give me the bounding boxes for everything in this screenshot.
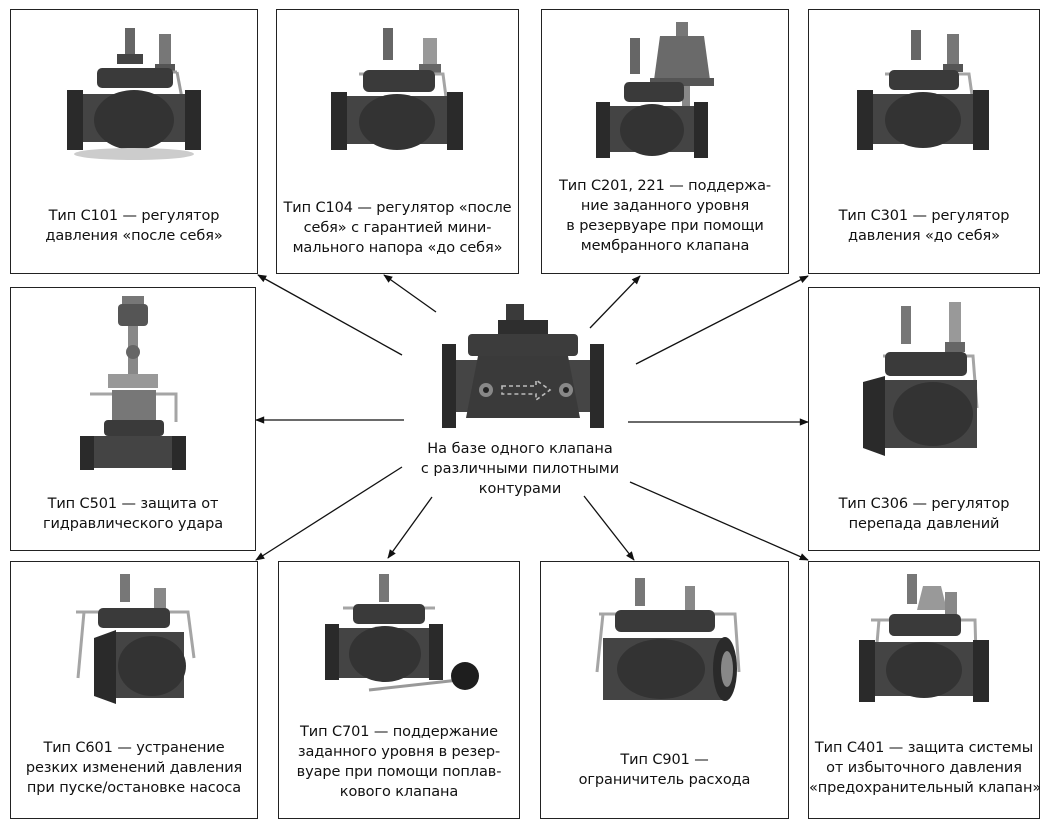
box-c201: Тип С201, 221 — поддержа- ние заданного … (541, 9, 789, 274)
caption-line: давления «после себя» (45, 228, 223, 244)
caption-line: ограничитель расхода (578, 772, 751, 788)
box-c101: Тип С101 — регулятор давления «после себ… (10, 9, 258, 274)
arrow-to-c401 (629, 481, 809, 561)
center-valve (438, 298, 608, 440)
center-label-line: контурами (478, 481, 562, 497)
arrow-to-c101 (257, 274, 403, 356)
box-c104: Тип С104 — регулятор «после себя» с гара… (276, 9, 519, 274)
valve-c101-icon (67, 28, 201, 160)
arrow-to-c301 (635, 275, 809, 365)
center-label-line: с различными пилотными (420, 461, 620, 477)
box-c701: Тип С701 — поддержание заданного уровня … (278, 561, 520, 819)
box-c901: Тип С901 — ограничитель расхода (540, 561, 789, 819)
caption-line: себя» с гарантией мини- (303, 220, 492, 236)
caption-line: ние заданного уровня (580, 198, 750, 214)
caption-line: Тип С104 — регулятор «после (283, 200, 512, 216)
valve-c401-icon (859, 574, 989, 702)
center-label-line: На базе одного клапана (427, 441, 613, 457)
caption-line: Тип С701 — поддержание (300, 724, 498, 740)
caption-line: кового клапана (339, 784, 459, 800)
valve-c901-icon (595, 578, 740, 701)
caption-line: Тип С201, 221 — поддержа- (559, 178, 771, 194)
caption-line: Тип С401 — защита системы (814, 740, 1034, 756)
caption-line: Тип С101 — регулятор (48, 208, 220, 224)
valve-c601-icon (76, 574, 196, 704)
caption-line: в резервуаре при помощи (566, 218, 764, 234)
valve-c201-icon (596, 22, 714, 158)
center-label: На базе одного клапана с различными пило… (400, 439, 640, 499)
valve-c104-icon (330, 28, 463, 150)
valve-c701-icon (325, 574, 479, 692)
caption-line: Тип С601 — устранение (43, 740, 225, 756)
arrow-to-c104 (383, 274, 437, 313)
valve-c301-icon (857, 30, 989, 150)
caption-line: Тип С501 — защита от (47, 496, 219, 512)
caption-line: гидравлического удара (42, 516, 224, 532)
caption-line: Тип С901 — (620, 752, 709, 768)
caption-line: давления «до себя» (848, 228, 1000, 244)
arrow-to-c201 (589, 275, 641, 329)
caption-line: от избыточного давления (826, 760, 1022, 776)
arrow-to-c901 (583, 495, 635, 561)
caption-line: перепада давлений (848, 516, 1000, 532)
box-c401: Тип С401 — защита системы от избыточного… (808, 561, 1040, 819)
valve-c501-icon (80, 296, 186, 470)
caption-line: мального напора «до себя» (292, 240, 503, 256)
caption-line: резких изменений давления (25, 760, 243, 776)
base-valve-icon (442, 304, 604, 428)
arrow-to-c601 (255, 466, 403, 561)
caption-line: вуаре при помощи поплав- (296, 764, 502, 780)
caption-line: Тип С301 — регулятор (838, 208, 1010, 224)
box-c306: Тип С306 — регулятор перепада давлений (808, 287, 1040, 551)
box-c301: Тип С301 — регулятор давления «до себя» (808, 9, 1040, 274)
caption-line: мембранного клапана (580, 238, 750, 254)
valve-c306-icon (863, 302, 979, 456)
box-c601: Тип С601 — устранение резких изменений д… (10, 561, 258, 819)
arrow-to-c701 (387, 496, 433, 559)
caption-line: Тип С306 — регулятор (838, 496, 1010, 512)
caption-line: заданного уровня в резер- (297, 744, 501, 760)
caption-line: при пуске/остановке насоса (26, 780, 242, 796)
box-c501: Тип С501 — защита от гидравлического уда… (10, 287, 256, 551)
caption-line: «предохранительный клапан» (809, 780, 1040, 796)
